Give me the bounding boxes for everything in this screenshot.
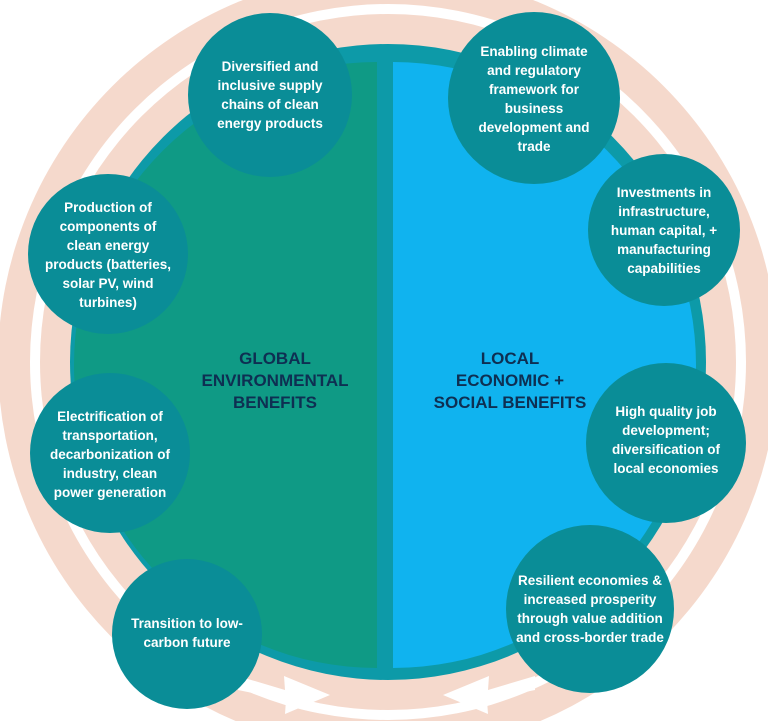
arrow-left-icon [443,676,535,714]
node-transition-label: Transition to low-carbon future [131,616,243,650]
global-benefits-label: GLOBAL ENVIRONMENTAL BENEFITS [201,349,349,412]
node-resilient-bubble [506,525,674,693]
node-job-development-label: High quality job development; diversific… [611,404,721,476]
node-production-bubble [28,174,188,334]
node-electrification-label: Electrification of transportation, decar… [49,408,170,500]
node-transition-bubble [112,559,262,709]
node-supply-chains-label: Diversified and inclusive supply chains … [217,59,323,131]
node-enabling-climate-bubble [448,12,620,184]
node-resilient-label: Resilient economies & increased prosperi… [516,573,664,645]
node-production-label: Production of components of clean energy… [44,200,172,310]
arrow-right-icon [238,676,330,714]
node-supply-chains-bubble [188,13,352,177]
node-job-development-bubble [586,363,746,523]
node-investments-bubble [588,154,740,306]
node-enabling-climate-label: Enabling climate and regulatory framewor… [478,44,590,154]
local-benefits-label: LOCAL ECONOMIC + SOCIAL BENEFITS [433,349,587,412]
node-electrification-bubble [30,373,190,533]
node-investments-label: Investments in infrastructure, human cap… [610,184,718,276]
